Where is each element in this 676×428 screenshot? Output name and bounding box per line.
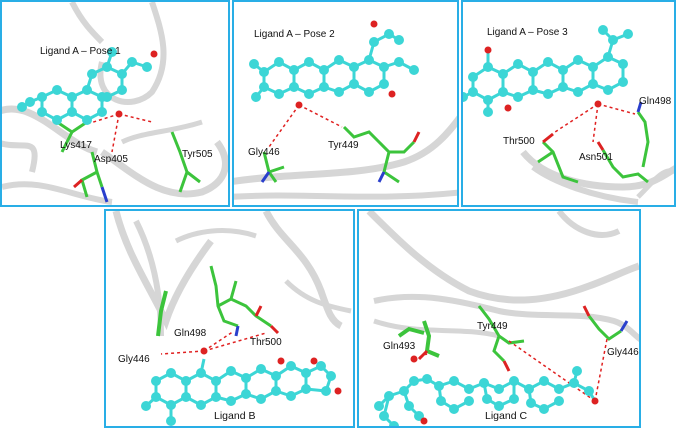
residue-label: Gly446: [607, 347, 639, 358]
panel-title: Ligand A – Pose 3: [487, 27, 568, 38]
residue-label: Asp405: [94, 154, 128, 165]
panel-title: Ligand C: [485, 410, 528, 422]
residue-label: Gln493: [383, 341, 416, 352]
panel-ligand-a-pose-3: Ligand A – Pose 3 Gln498 Thr500 Asn501: [461, 0, 676, 207]
residue-label: Gly446: [118, 354, 150, 365]
panel-ligand-b: Gln498 Gly446 Thr500 Ligand B: [104, 209, 355, 428]
panel-title: Ligand A – Pose 1: [40, 46, 121, 57]
residue-label: Gln498: [174, 328, 207, 339]
molecular-view: [463, 25, 674, 205]
residue-label: Thr500: [250, 337, 282, 348]
panel-title: Ligand A – Pose 2: [254, 29, 335, 40]
panel-title: Ligand B: [214, 410, 256, 422]
residue-label: Tyr505: [182, 149, 213, 160]
molecular-view: [366, 211, 639, 426]
residue-label: Tyr449: [477, 321, 508, 332]
molecular-view: [2, 2, 228, 205]
residue-label: Gly446: [248, 147, 280, 158]
molecular-view: [112, 211, 352, 426]
residue-label: Tyr449: [328, 140, 359, 151]
molecular-view: [234, 20, 457, 200]
residue-label: Lys417: [60, 140, 92, 151]
residue-label: Gln498: [639, 96, 672, 107]
panel-ligand-a-pose-2: Ligand A – Pose 2 Gly446 Tyr449: [232, 0, 459, 207]
residue-label: Thr500: [503, 136, 535, 147]
residue-label: Asn501: [579, 152, 613, 163]
panel-ligand-a-pose-1: Ligand A – Pose 1 Lys417 Asp405 Tyr505: [0, 0, 230, 207]
panel-ligand-c: Tyr449 Gln493 Gly446 Ligand C: [357, 209, 641, 428]
